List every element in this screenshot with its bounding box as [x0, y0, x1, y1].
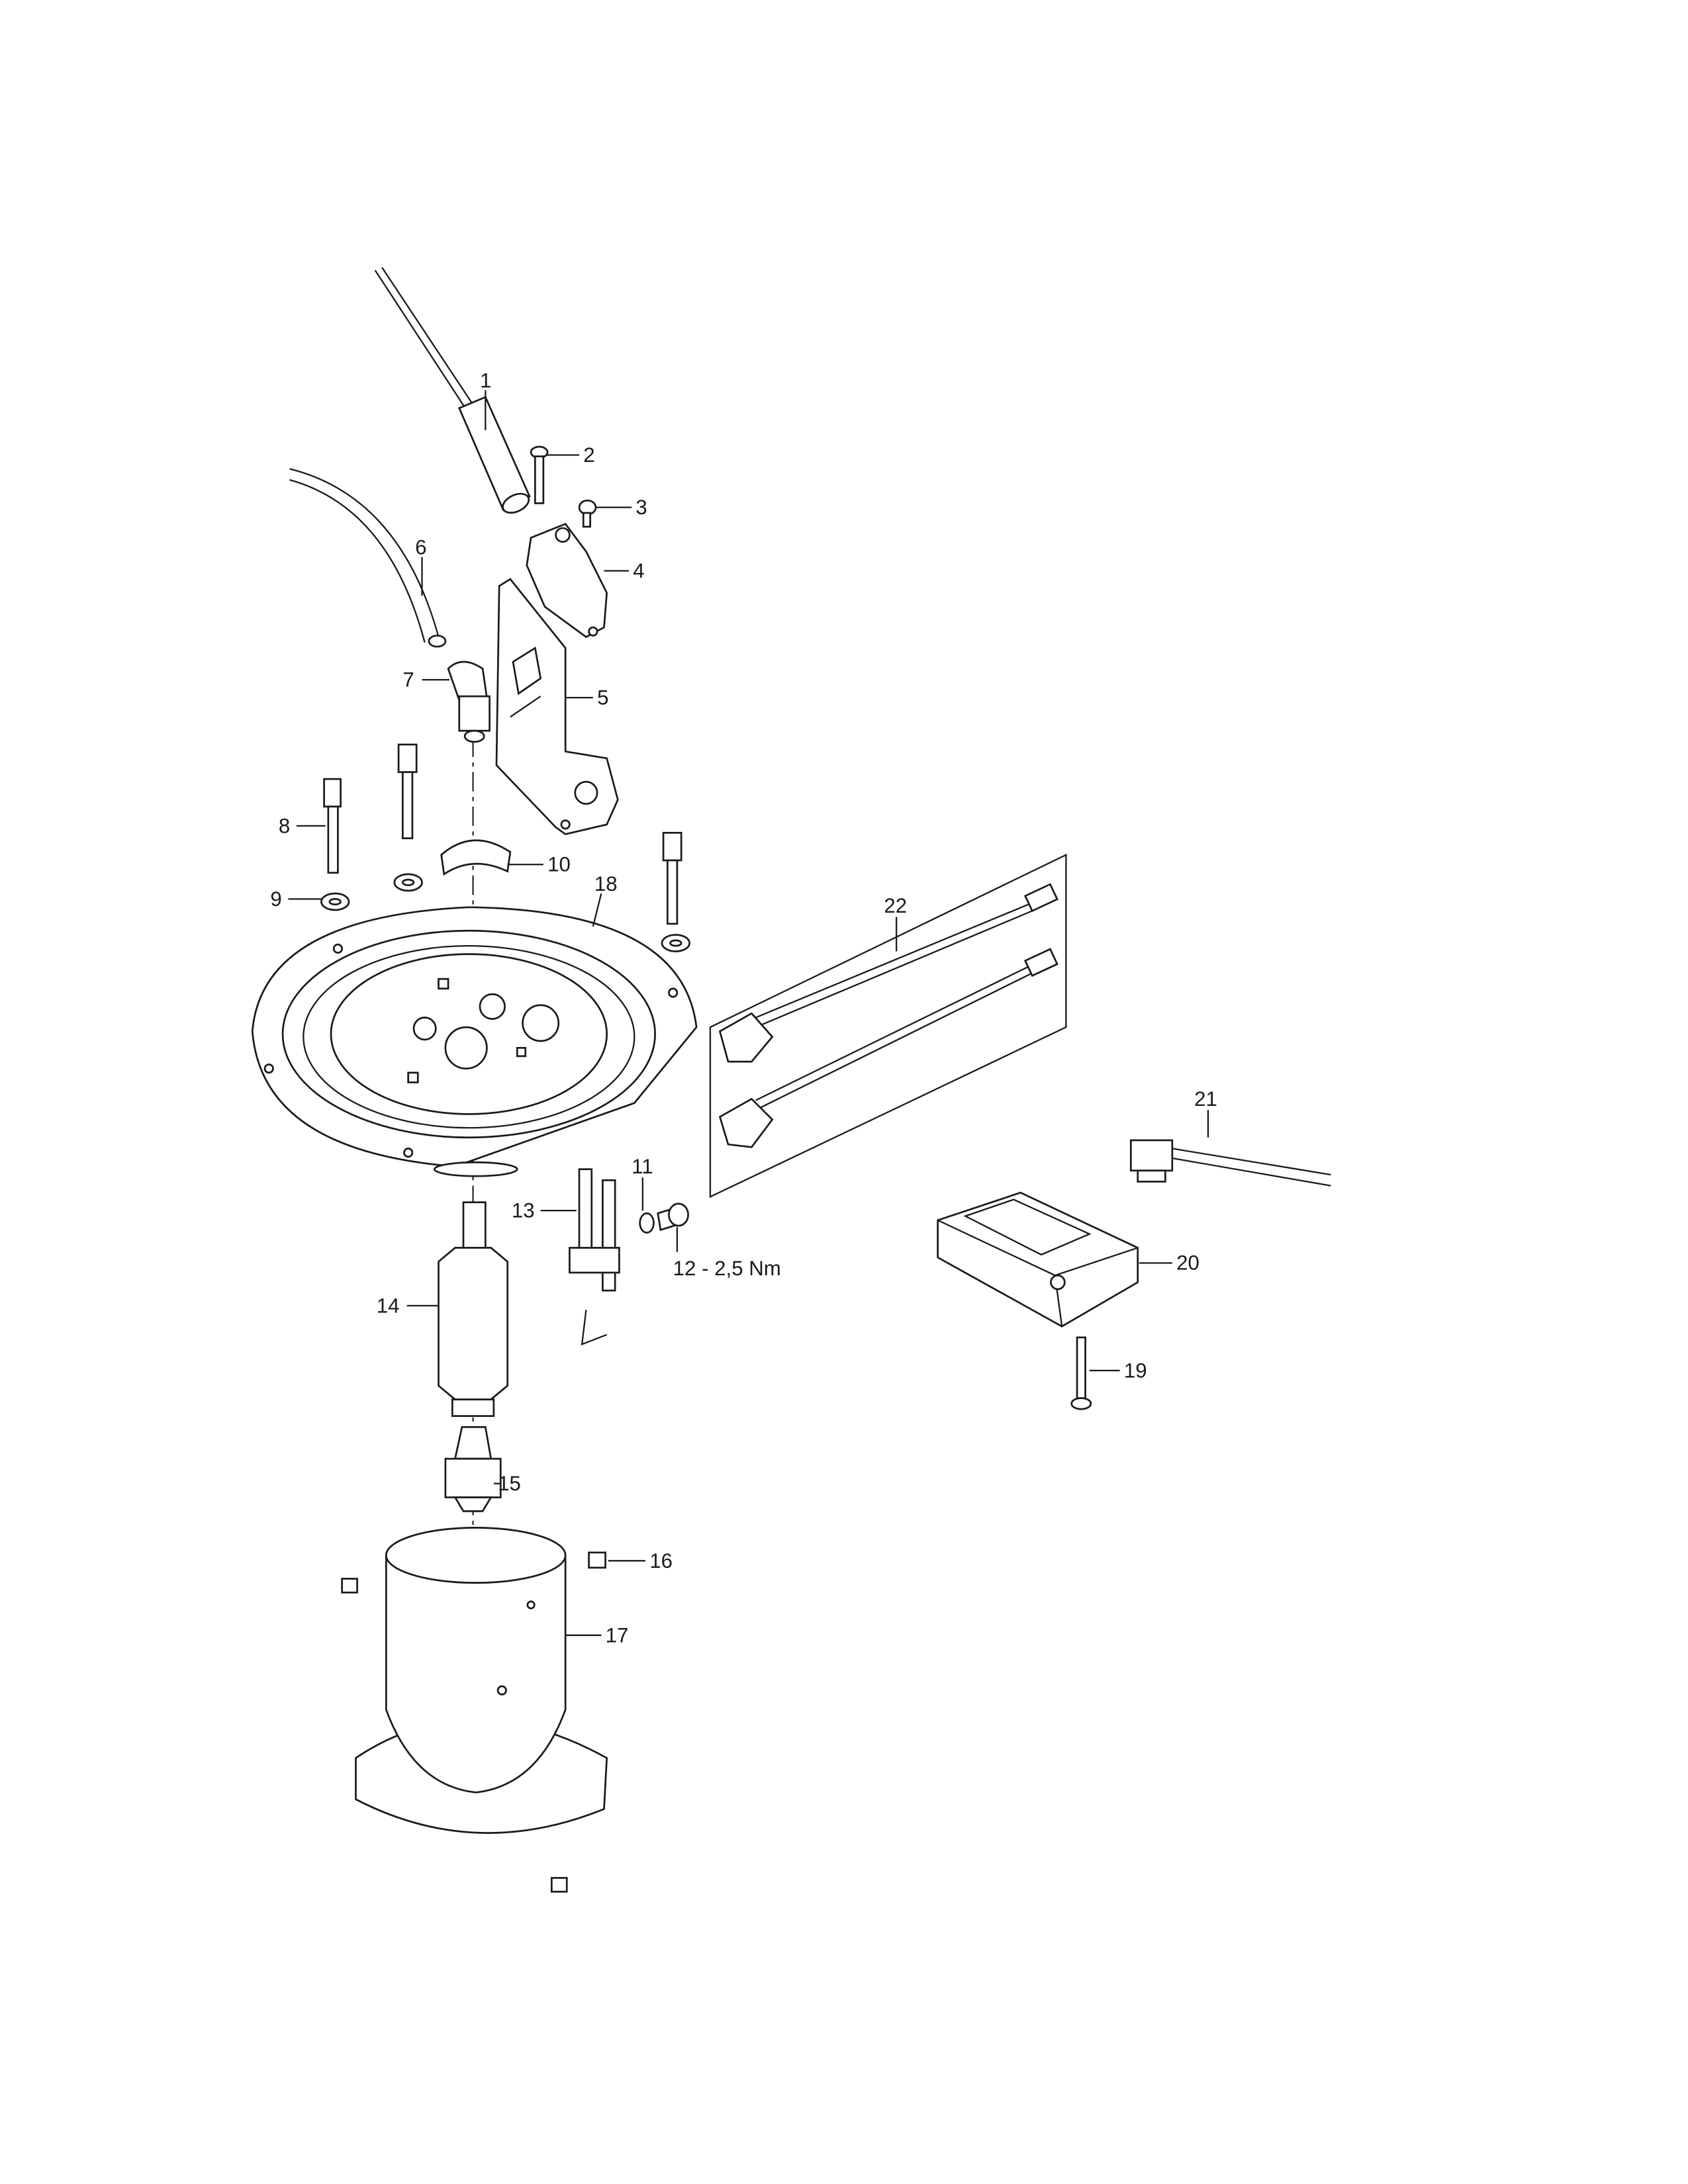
part-21-connector	[1129, 1139, 1331, 1187]
callout-16: 16	[649, 1549, 673, 1572]
part-9-washers	[320, 873, 691, 952]
part-7-elbow-fitting	[447, 660, 491, 743]
callout-5: 5	[597, 686, 608, 709]
callout-18: 18	[594, 872, 618, 895]
part-5-bracket	[495, 578, 619, 835]
part-2-screw	[530, 445, 549, 504]
part-17-combustion-head	[355, 1526, 608, 1834]
part-16-screws	[341, 1551, 606, 1893]
callout-6: 6	[415, 536, 426, 559]
part-13-electrode	[569, 1168, 620, 1346]
callout-11: 11	[632, 1155, 653, 1178]
callout-9: 9	[270, 887, 281, 911]
callout-19: 19	[1124, 1359, 1147, 1382]
callout-8: 8	[279, 814, 290, 837]
part-4-holder	[526, 523, 608, 639]
callout-2: 2	[583, 443, 594, 467]
callout-17: 17	[606, 1623, 629, 1647]
callout-12: 12 - 2,5 Nm	[673, 1257, 781, 1280]
part-10-clip	[440, 839, 512, 876]
part-15-nozzle	[444, 1426, 502, 1512]
callout-14: 14	[377, 1294, 400, 1317]
part-20-ignition-transformer	[937, 1191, 1139, 1328]
leader-lines	[288, 390, 1209, 1636]
part-19-screw	[1070, 1336, 1092, 1410]
callout-10: 10	[547, 853, 571, 876]
part-12-screw	[657, 1203, 689, 1232]
callout-4: 4	[633, 559, 644, 582]
part-18-flange	[251, 906, 698, 1177]
callout-1: 1	[480, 369, 491, 392]
part-11-washer	[639, 1212, 655, 1234]
part-14-nozzle-holder	[438, 1201, 509, 1417]
callout-13: 13	[512, 1199, 535, 1222]
callout-15: 15	[498, 1472, 521, 1495]
callout-3: 3	[635, 496, 647, 519]
part-1-photocell	[374, 267, 531, 514]
part-8-bolts	[323, 743, 682, 925]
callout-20: 20	[1176, 1251, 1199, 1275]
part-6-tube	[289, 468, 447, 648]
callout-7: 7	[402, 668, 414, 692]
callout-22: 22	[884, 894, 907, 917]
callout-21: 21	[1194, 1087, 1217, 1111]
part-3-screw	[578, 499, 597, 528]
part-22-ignition-cables	[709, 853, 1067, 1199]
